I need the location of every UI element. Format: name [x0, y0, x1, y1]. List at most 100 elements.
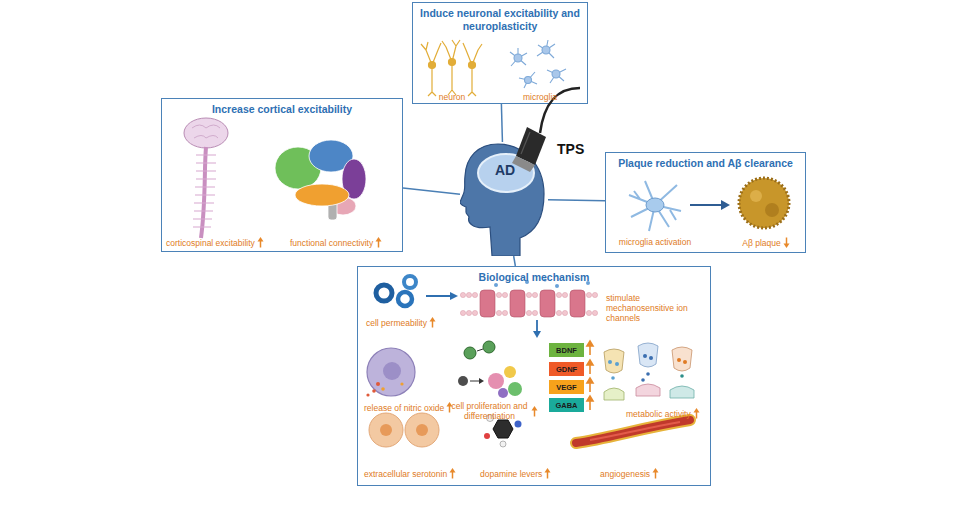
connector-line: [403, 188, 460, 194]
neuron-drawing-part: [449, 59, 456, 66]
membrane-drawing-part-part: [472, 292, 477, 297]
serotonin-drawing-part: [380, 424, 392, 436]
mechanism-box: Increase cortical excitability: [161, 98, 403, 252]
cell-proliferation-drawing-part: [477, 349, 483, 351]
blood-vessel-drawing-part: [590, 422, 680, 440]
microglia-activation-drawing: [629, 178, 789, 231]
effect-label-group: metabolic activity: [626, 408, 700, 419]
microglia-drawing-part: [510, 48, 527, 66]
microglia-activation-drawing-part: [629, 181, 681, 231]
increase-arrow: [375, 237, 382, 248]
membrane-drawing-part-part: [586, 310, 591, 315]
arrow-glyph: [450, 468, 456, 479]
effect-label-group: cell proliferation and differentiation: [450, 401, 538, 421]
factor-chip: GABA: [549, 398, 584, 412]
membrane-drawing-part-part: [526, 310, 531, 315]
effect-label: angiogenesis: [600, 469, 650, 479]
connector-line: [514, 256, 516, 266]
mechanism-box: Biological mechanismBDNFGDNFVEGFGABA: [357, 266, 711, 486]
tps-probe-drawing: [512, 88, 580, 172]
increase-arrow: [429, 317, 436, 328]
device-label: TPS: [557, 141, 584, 157]
synapse-drawing: [604, 343, 694, 400]
membrane-drawing-part-part: [555, 284, 559, 288]
effect-label: functional connectivity: [290, 238, 373, 248]
synapse-drawing-part: [615, 362, 619, 366]
serotonin-drawing-part: [405, 413, 439, 447]
effect-label: dopamine levers: [480, 469, 542, 479]
effect-label-group: release of nitric oxide: [364, 402, 453, 413]
effect-label: microglia activation: [619, 237, 691, 247]
membrane-drawing-part-part: [540, 290, 555, 317]
synapse-drawing-part: [646, 372, 650, 376]
effect-label: cell proliferation and differentiation: [450, 401, 529, 421]
arrow-head: [257, 237, 263, 242]
arrow-head: [693, 408, 699, 413]
factor-name: GDNF: [549, 362, 584, 376]
effect-label: cell permeability: [366, 318, 427, 328]
membrane-drawing-part-part: [562, 310, 567, 315]
synapse-drawing-part: [611, 376, 615, 380]
arrow-glyph: [429, 317, 435, 328]
dopamine-molecule-drawing-part: [500, 441, 506, 447]
membrane-drawing-part-part: [532, 310, 537, 315]
membrane-drawing-part-part: [526, 292, 531, 297]
neuron-drawing-part: [463, 43, 482, 96]
membrane-drawing-part-part: [502, 310, 507, 315]
arrow-glyph: [532, 406, 538, 417]
cell-proliferation-drawing-part: [470, 381, 480, 382]
membrane-drawing-part-part: [532, 292, 537, 297]
neuron-drawing-part: [421, 42, 441, 96]
effect-label-group: extracellular serotonin: [364, 468, 456, 479]
factor-chip: GDNF: [549, 362, 584, 376]
microglia-drawing-part: [519, 72, 537, 88]
arrow-head: [376, 237, 382, 242]
membrane-drawing-part-part: [562, 292, 567, 297]
spinal-cord-drawing-part: [201, 147, 206, 238]
microglia-activation-drawing-part: [646, 198, 664, 212]
box-title: Increase cortical excitability: [162, 103, 402, 116]
microglia-activation-drawing-part: [739, 178, 789, 228]
neuron-drawing: [421, 40, 482, 96]
effect-label-group: cell permeability: [366, 317, 436, 328]
decrease-arrow: [783, 237, 790, 248]
microglia-drawing-part: [552, 70, 560, 78]
cell-label: microglia: [523, 92, 557, 102]
membrane-drawing-part-part: [460, 292, 465, 297]
membrane-drawing-part-part: [496, 310, 501, 315]
membrane-drawing-part: [376, 285, 392, 301]
spinal-cord-drawing-part: [193, 155, 216, 227]
membrane-drawing-part-part: [586, 292, 591, 297]
nitric-oxide-drawing-part: [400, 382, 403, 385]
brain-lobes-drawing-part: [295, 184, 349, 206]
membrane-drawing-part-part: [502, 292, 507, 297]
microglia-drawing-part: [514, 54, 522, 62]
increase-arrow: [544, 468, 551, 479]
membrane-drawing-part-part: [570, 290, 585, 317]
increase-arrow-part: [587, 360, 593, 365]
nitric-oxide-drawing: [366, 348, 415, 397]
microglia-activation-drawing-part: [765, 203, 779, 217]
microglia-activation-drawing-part: [750, 190, 762, 202]
synapse-drawing-part: [608, 360, 612, 364]
dopamine-molecule-drawing-part: [484, 433, 490, 439]
membrane-drawing-part: [480, 290, 585, 317]
membrane-drawing-part-part: [466, 310, 471, 315]
microglia-drawing-part: [537, 40, 555, 58]
arrow-head: [532, 406, 538, 411]
serotonin-drawing-part: [369, 413, 403, 447]
synapse-drawing-part: [636, 384, 660, 396]
cell-proliferation-drawing-part: [504, 366, 516, 378]
mechanism-box: Induce neuronal excitability and neuropl…: [412, 2, 588, 104]
tps-probe-drawing-part: [521, 132, 530, 154]
serotonin-drawing: [369, 413, 439, 447]
device-label-group: TPS: [557, 141, 584, 157]
effect-label-group: dopamine levers: [480, 468, 551, 479]
arrow-head: [450, 468, 456, 473]
synapse-drawing-part: [649, 356, 653, 360]
connector-line: [548, 199, 605, 201]
box-title: Induce neuronal excitability and neuropl…: [413, 7, 587, 33]
brain-lobes-drawing: [275, 140, 366, 220]
